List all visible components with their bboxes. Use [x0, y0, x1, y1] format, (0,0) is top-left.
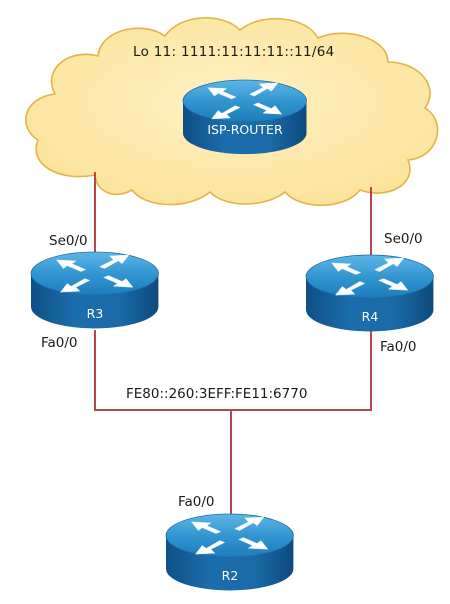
router-r4-label: R4	[362, 309, 379, 324]
router-r3-label: R3	[87, 306, 104, 321]
lan-segment	[94, 330, 372, 411]
r4-serial-label: Se0/0	[384, 231, 423, 247]
router-icon	[182, 79, 307, 155]
links	[94, 172, 372, 523]
r4-fast-label: Fa0/0	[380, 339, 417, 355]
lan-link-local-label: FE80::260:3EFF:FE11:6770	[126, 386, 308, 402]
r3-fast-label: Fa0/0	[41, 335, 78, 351]
r3-serial-label: Se0/0	[49, 233, 88, 249]
r2-fast-label: Fa0/0	[178, 494, 215, 510]
router-r2-label: R2	[222, 568, 239, 583]
loopback-label: Lo 11: 1111:11:11:11::11/64	[133, 44, 335, 60]
router-isp-label: ISP-ROUTER	[207, 122, 283, 137]
router-isp[interactable]	[182, 79, 307, 155]
